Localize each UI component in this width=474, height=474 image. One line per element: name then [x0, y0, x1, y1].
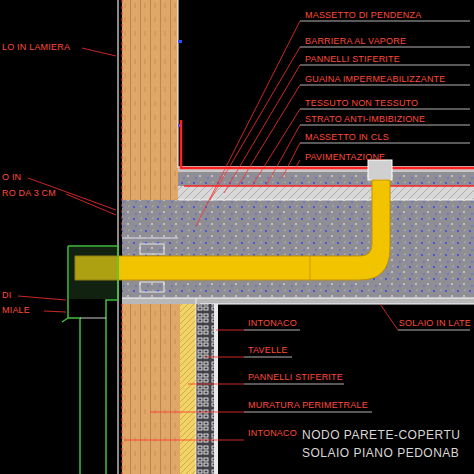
- drawing-line: [150, 412, 244, 413]
- drawing-rect: [178, 40, 182, 43]
- drawing-g: [196, 21, 300, 226]
- part-label: MASSETTO DI PENDENZA: [305, 10, 421, 21]
- drawing-line: [18, 296, 66, 300]
- drawing-rect: [69, 247, 117, 299]
- drawing-line: [300, 47, 470, 48]
- drawing-line: [117, 0, 118, 474]
- drawing-line: [122, 238, 178, 239]
- drawing-line: [244, 384, 344, 385]
- drawing-title: NODO PARETE-COPERTU SOLAIO PIANO PEDONAB: [302, 426, 474, 462]
- part-label: MURATURA PERIMETRALE: [248, 400, 368, 411]
- drawing-rect: [140, 282, 164, 292]
- drawing-line: [178, 0, 179, 168]
- drawing-line: [66, 194, 116, 215]
- drawing-line: [398, 330, 470, 331]
- drawing-rect: [178, 186, 474, 200]
- drawing-line: [244, 412, 372, 413]
- part-label: DI: [2, 290, 11, 301]
- drawing-path: [181, 120, 474, 168]
- drawing-line: [124, 440, 244, 441]
- drawing-line: [122, 304, 123, 474]
- part-label: PANNELLI STIFERITE: [305, 54, 400, 65]
- drawing-rect: [368, 160, 392, 180]
- drawing-line: [122, 298, 474, 299]
- drawing-g: [124, 304, 398, 440]
- drawing-line: [196, 21, 300, 226]
- drawing-line: [300, 109, 470, 110]
- part-label: MIALE: [2, 305, 30, 316]
- part-label: GUAINA IMPERMEABILIZZANTE: [305, 74, 446, 85]
- drawing-rect: [122, 200, 474, 298]
- drawing-line: [82, 48, 116, 56]
- drawing-rect: [140, 244, 164, 254]
- drawing-g: [18, 48, 116, 312]
- drawing-path: [62, 246, 118, 474]
- drawing-line: [178, 200, 474, 201]
- part-label: RO DA 3 CM: [2, 188, 56, 199]
- drawing-g: [244, 330, 470, 412]
- drawing-line: [200, 304, 474, 305]
- drawing-rect: [214, 304, 218, 474]
- part-label: INTONACO: [248, 428, 297, 439]
- part-label: INTONACO: [248, 318, 297, 329]
- part-label: O IN: [2, 172, 21, 183]
- drawing-rect: [122, 298, 474, 304]
- drawing-line: [238, 85, 300, 186]
- drawing-line: [266, 125, 300, 186]
- drawing-line: [205, 357, 244, 358]
- drawing-line: [216, 330, 244, 331]
- part-label: STRATO ANTI-IMBIBIZIONE: [305, 114, 425, 125]
- drawing-line: [300, 65, 470, 66]
- drawing-line: [380, 304, 398, 330]
- drawing-line: [244, 357, 292, 358]
- drawing-line: [210, 47, 300, 200]
- drawing-line: [282, 143, 300, 178]
- drawing-line: [224, 65, 300, 193]
- drawing-g: [300, 21, 470, 143]
- drawing-line: [188, 384, 244, 385]
- drawing-line: [80, 318, 106, 319]
- drawing-line: [300, 21, 470, 22]
- part-label: SOLAIO IN LATE: [399, 318, 471, 329]
- drawing-rect: [180, 304, 196, 474]
- drawing-path: [75, 180, 390, 280]
- drawing-line: [252, 109, 300, 186]
- drawing-rect: [196, 304, 214, 474]
- drawing-line: [244, 330, 300, 331]
- drawing-line: [300, 143, 470, 144]
- part-label: MASSETTO IN CLS: [305, 132, 389, 143]
- drawing-line: [300, 85, 470, 86]
- drawing-rect: [122, 304, 180, 474]
- part-label: LO IN LAMIERA: [2, 42, 70, 53]
- drawing-line: [310, 256, 311, 280]
- part-label: TESSUTO NON TESSUTO: [305, 98, 418, 109]
- drawing-line: [44, 311, 66, 312]
- drawing-line: [296, 160, 300, 167]
- part-label: PANNELLI STIFERITE: [248, 372, 343, 383]
- drawing-line: [196, 298, 197, 474]
- drawing-line: [300, 125, 470, 126]
- part-label: TAVELLE: [248, 345, 288, 356]
- part-label: PAVIMENTAZIONE: [305, 152, 385, 163]
- part-label: BARRIERA AL VAPORE: [305, 36, 406, 47]
